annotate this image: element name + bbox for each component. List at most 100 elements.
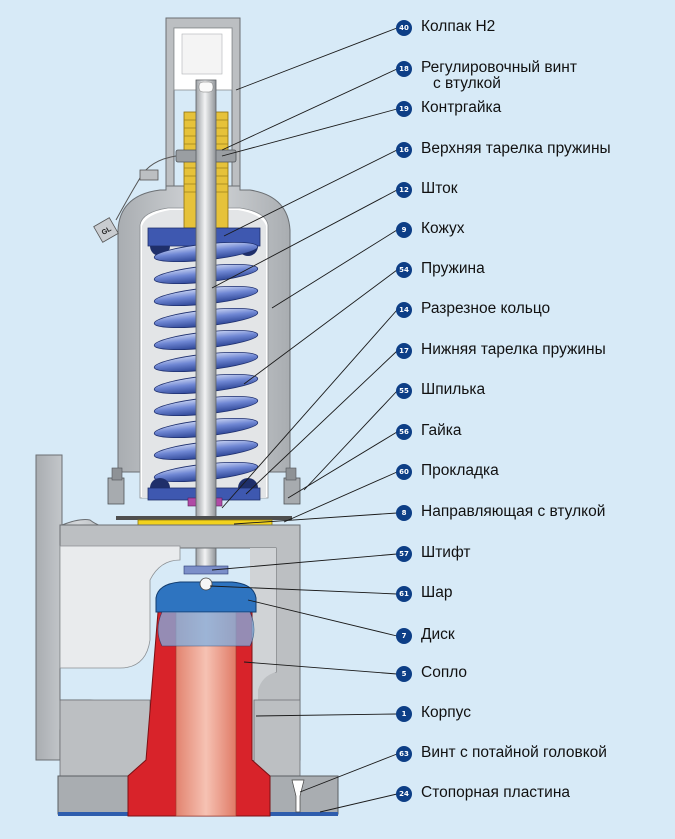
valve-body bbox=[35, 454, 339, 816]
callout-number-badge: 5 bbox=[396, 666, 412, 682]
callout-text: Контргайка bbox=[421, 100, 501, 116]
callout-text-line: Пружина bbox=[421, 260, 485, 277]
leader-line bbox=[271, 229, 398, 309]
leader-line bbox=[245, 350, 398, 495]
callout-text-line: Контргайка bbox=[421, 99, 502, 116]
callout-text: Шар bbox=[421, 585, 452, 601]
leader-lines bbox=[209, 27, 398, 813]
callout-number-badge: 12 bbox=[396, 182, 412, 198]
callout-text: Колпак H2 bbox=[421, 19, 495, 35]
seal: GL bbox=[93, 155, 177, 243]
callout-number-badge: 7 bbox=[396, 628, 412, 644]
callout-text: Стопорная пластина bbox=[421, 785, 570, 801]
callout-number-badge: 16 bbox=[396, 142, 412, 158]
leader-line bbox=[211, 553, 398, 571]
leader-line bbox=[303, 390, 398, 491]
callout-text-line: Шпилька bbox=[421, 381, 486, 398]
callout-label: 55 Шпилька bbox=[396, 382, 485, 404]
callout-number-badge: 14 bbox=[396, 302, 412, 318]
callout-number-badge: 61 bbox=[396, 586, 412, 602]
callout-number-badge: 19 bbox=[396, 101, 412, 117]
callout-text: Нижняя тарелка пружины bbox=[421, 342, 606, 358]
callout-label: 17 Нижняя тарелка пружины bbox=[396, 342, 606, 364]
callout-text-line: Штифт bbox=[421, 544, 471, 561]
callout-number-badge: 63 bbox=[396, 746, 412, 762]
leader-line bbox=[299, 753, 398, 793]
callout-text: Направляющая с втулкой bbox=[421, 504, 605, 520]
leader-line bbox=[221, 108, 398, 157]
leader-line bbox=[211, 189, 398, 289]
leader-line bbox=[209, 585, 398, 595]
callout-number-badge: 40 bbox=[396, 20, 412, 36]
callout-text-line: Гайка bbox=[421, 422, 462, 439]
leader-line bbox=[221, 309, 398, 509]
leader-line bbox=[221, 68, 398, 151]
leader-line bbox=[255, 713, 398, 717]
callout-number-badge: 1 bbox=[396, 706, 412, 722]
callout-label: 56 Гайка bbox=[396, 423, 462, 445]
callout-number-badge: 55 bbox=[396, 383, 412, 399]
callout-text: Разрезное кольцо bbox=[421, 301, 550, 317]
callout-text: Верхняя тарелка пружины bbox=[421, 141, 611, 157]
callout-text-line: Кожух bbox=[421, 220, 465, 237]
callout-label: 54 Пружина bbox=[396, 261, 485, 283]
gasket bbox=[116, 516, 292, 520]
callout-label: 40 Колпак H2 bbox=[396, 19, 495, 41]
callout-text-line: Корпус bbox=[421, 704, 471, 721]
callout-text-line: Диск bbox=[421, 626, 455, 643]
callout-label: 61 Шар bbox=[396, 585, 452, 607]
callout-text: Сопло bbox=[421, 665, 467, 681]
leader-line bbox=[223, 149, 398, 237]
callout-text: Шток bbox=[421, 181, 458, 197]
callout-number-badge: 17 bbox=[396, 343, 412, 359]
callout-number-badge: 8 bbox=[396, 505, 412, 521]
leader-line bbox=[235, 27, 398, 91]
callout-text-line: Сопло bbox=[421, 664, 468, 681]
callout-label: 57 Штифт bbox=[396, 545, 470, 567]
leader-line bbox=[233, 512, 398, 525]
callout-label: 7 Диск bbox=[396, 627, 455, 649]
callout-text-line-2: с втулкой bbox=[433, 75, 501, 92]
leader-line bbox=[247, 599, 398, 637]
callout-text-line: Шар bbox=[421, 584, 453, 601]
callout-number-badge: 54 bbox=[396, 262, 412, 278]
callout-text: Шпилька bbox=[421, 382, 485, 398]
disc bbox=[155, 581, 257, 647]
callout-text-line: Направляющая с втулкой bbox=[421, 503, 606, 520]
callout-text: Штифт bbox=[421, 545, 470, 561]
callout-text: Корпус bbox=[421, 705, 471, 721]
callout-text-line: Нижняя тарелка пружины bbox=[421, 341, 606, 358]
leader-line bbox=[283, 471, 398, 523]
callout-label: 60 Прокладка bbox=[396, 463, 499, 485]
callout-number-badge: 56 bbox=[396, 424, 412, 440]
stem bbox=[195, 79, 217, 569]
leader-line bbox=[319, 793, 398, 813]
callout-text-line: Винт с потайной головкой bbox=[421, 744, 607, 761]
callout-number-badge: 57 bbox=[396, 546, 412, 562]
callout-text-line: Колпак H2 bbox=[421, 18, 496, 35]
leader-line bbox=[287, 431, 398, 499]
callout-text-line: Прокладка bbox=[421, 462, 499, 479]
callout-label: 12 Шток bbox=[396, 181, 458, 203]
callout-text: Винт с потайной головкой bbox=[421, 745, 607, 761]
callout-text-line: Разрезное кольцо bbox=[421, 300, 551, 317]
pin-and-ball bbox=[183, 565, 229, 591]
callout-text-line: Регулировочный винт bbox=[421, 59, 577, 76]
leader-line bbox=[243, 269, 398, 385]
callout-label: 1 Корпус bbox=[396, 705, 471, 727]
callout-label: 14 Разрезное кольцо bbox=[396, 301, 550, 323]
callout-text: Гайка bbox=[421, 423, 462, 439]
callout-text: Диск bbox=[421, 627, 455, 643]
callout-number-badge: 60 bbox=[396, 464, 412, 480]
callout-label: 16 Верхняя тарелка пружины bbox=[396, 141, 611, 163]
callout-label: 5 Сопло bbox=[396, 665, 467, 687]
callout-text: Кожух bbox=[421, 221, 465, 237]
callout-label: 63 Винт с потайной головкой bbox=[396, 745, 607, 767]
countersunk-screw bbox=[291, 779, 305, 813]
